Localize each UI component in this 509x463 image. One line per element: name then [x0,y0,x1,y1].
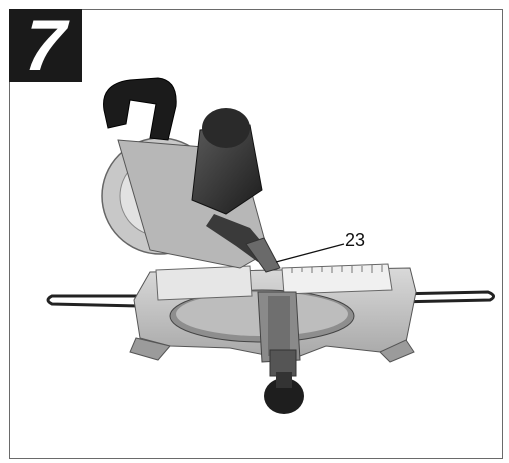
callout-label-23: 23 [345,230,366,250]
saw-head [101,77,281,273]
miter-arm [257,291,304,414]
extension-rails [46,290,495,308]
fence [155,263,393,301]
callout-leader-line [275,243,345,263]
step-number-badge: 7 [9,6,82,86]
